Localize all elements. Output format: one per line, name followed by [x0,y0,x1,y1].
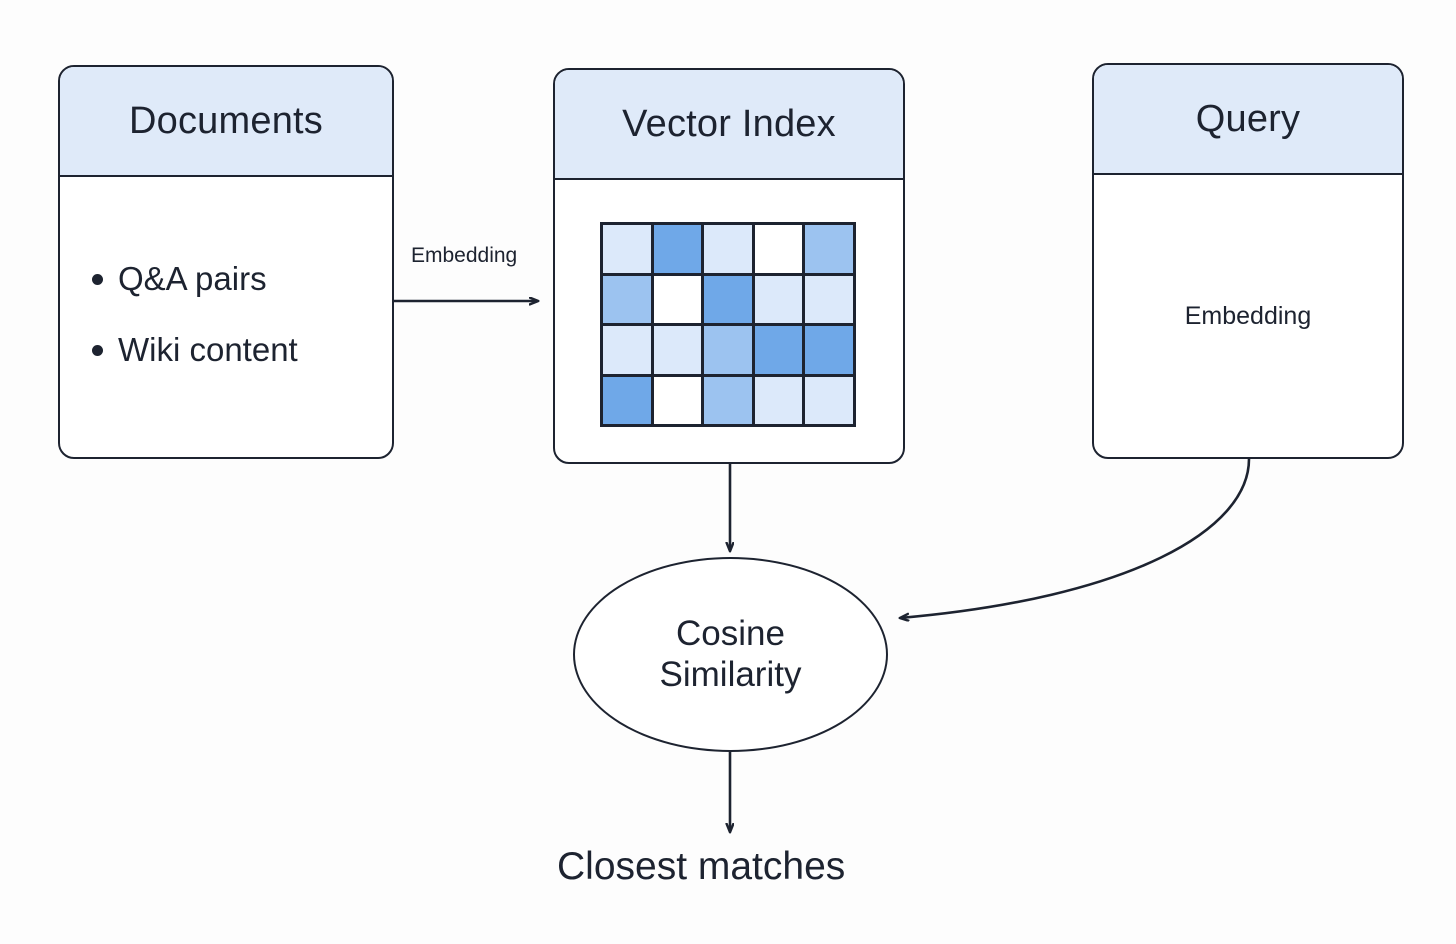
matrix-cell [805,225,853,273]
node-query-title: Query [1195,97,1301,140]
node-vector-index-header: Vector Index [555,70,903,180]
matrix-cell [603,376,651,424]
matrix-cell [653,225,702,273]
edge-label-embedding: Embedding [408,244,521,268]
outcome-label: Closest matches [557,845,846,888]
matrix-cell [704,225,752,273]
node-documents[interactable]: Documents Q&A pairs Wiki content [58,65,394,459]
matrix-cell [754,225,803,273]
bullet-icon [92,344,103,356]
matrix-cell [754,326,803,374]
edge-label-text: Embedding [411,244,518,267]
matrix-cell [754,376,803,424]
matrix-cell [653,275,702,323]
embedding-matrix [600,222,856,427]
matrix-cell [653,376,702,424]
matrix-cell [805,376,853,424]
matrix-cell [805,326,853,374]
list-item-label: Q&A pairs [118,260,267,297]
cosine-line-1: Cosine [676,614,785,654]
matrix-cell [653,326,702,374]
documents-list: Q&A pairs Wiki content [60,262,392,366]
node-vector-index-title: Vector Index [622,102,836,145]
cosine-line-2: Similarity [659,654,802,694]
list-item-label: Wiki content [118,331,298,368]
matrix-cell [704,376,752,424]
matrix-cell [805,275,853,323]
node-query-header: Query [1094,65,1402,175]
node-query[interactable]: Query Embedding [1092,63,1404,459]
bullet-icon [92,273,103,285]
node-query-body: Embedding [1094,175,1402,457]
matrix-cell [754,275,803,323]
matrix-cell [603,275,651,323]
matrix-cell [603,326,651,374]
arrow-query-to-cosine [900,458,1251,618]
query-embedding-label: Embedding [1184,301,1312,330]
matrix-cell [603,225,651,273]
node-cosine-similarity[interactable]: Cosine Similarity [573,557,888,752]
node-documents-body: Q&A pairs Wiki content [60,177,392,457]
node-documents-title: Documents [129,99,323,142]
matrix-cell [704,275,752,323]
list-item: Q&A pairs [76,262,392,295]
list-item: Wiki content [76,333,392,366]
matrix-cell [704,326,752,374]
node-documents-header: Documents [60,67,392,177]
outcome-closest-matches: Closest matches [557,845,845,889]
cosine-similarity-label: Cosine Similarity [660,614,802,695]
